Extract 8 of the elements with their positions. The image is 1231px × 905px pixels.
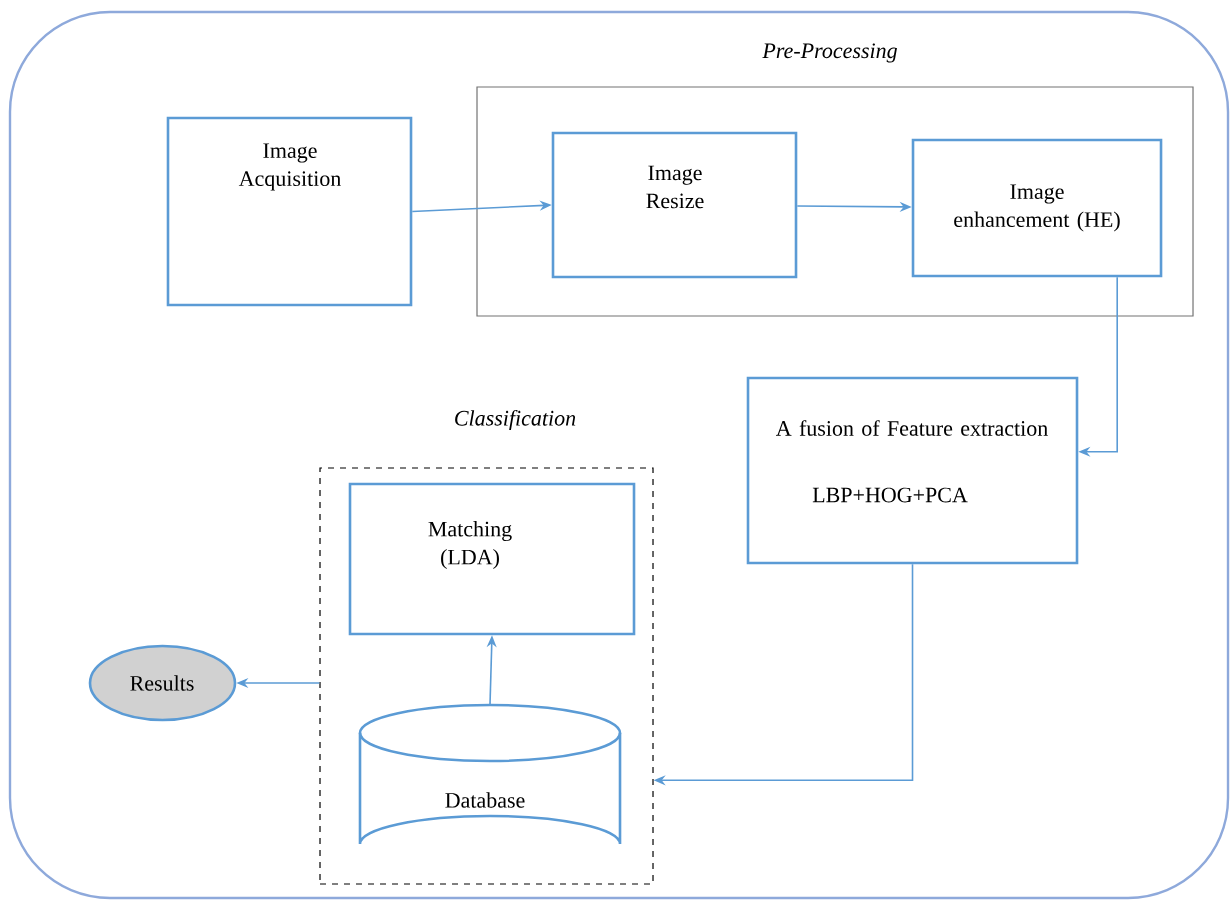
- process-box: A fusion of Feature extraction LBP+HOG+PCA: [746, 376, 1079, 565]
- node-label: Pre-Processing: [762, 43, 897, 63]
- process-box: Matching (LDA): [348, 482, 636, 636]
- process-box: Image enhancement (HE): [911, 138, 1163, 278]
- process-box: Image Resize: [551, 131, 798, 279]
- database-cylinder: Database: [358, 703, 622, 846]
- process-box: Image Acquisition: [166, 116, 413, 307]
- node-label: Classification: [455, 409, 576, 431]
